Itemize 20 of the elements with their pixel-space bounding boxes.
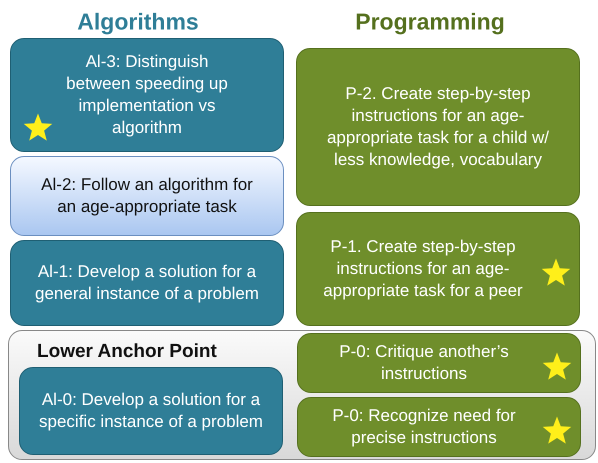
skill-text: Al-3: Distinguish between speeding up implementation vs algorithm (65, 51, 229, 139)
skill-box (10, 240, 284, 326)
skill-box (296, 212, 580, 326)
skill-box (297, 333, 581, 393)
skill-text: P-0: Critique another’s instructions (338, 341, 510, 385)
skill-box (297, 397, 581, 457)
skill-box (10, 38, 284, 152)
skill-text: Al-2: Follow an algorithm for an age-appropriate task (40, 174, 254, 218)
skill-text: Al-1: Develop a solution for a general instance of a problem (34, 261, 260, 305)
band-heading: Lower Anchor Point (37, 341, 217, 363)
skill-text: P-2. Create step-by-step instructions for an age-appropriate task for a child w/ less knowledge, vocabulary (326, 83, 550, 171)
column-heading: Programming (355, 8, 505, 36)
skill-text: P-1. Create step-by-step instructions for an age-appropriate task for a peer (322, 236, 524, 302)
column-heading: Algorithms (77, 8, 199, 36)
skill-text: P-0: Recognize need for precise instructions (331, 405, 517, 449)
skill-text: Al-0: Develop a solution for a specific instance of a problem (38, 389, 264, 433)
skill-box (10, 156, 284, 236)
skill-box (296, 48, 580, 206)
anchor-band (8, 330, 596, 460)
skill-box (19, 367, 283, 455)
